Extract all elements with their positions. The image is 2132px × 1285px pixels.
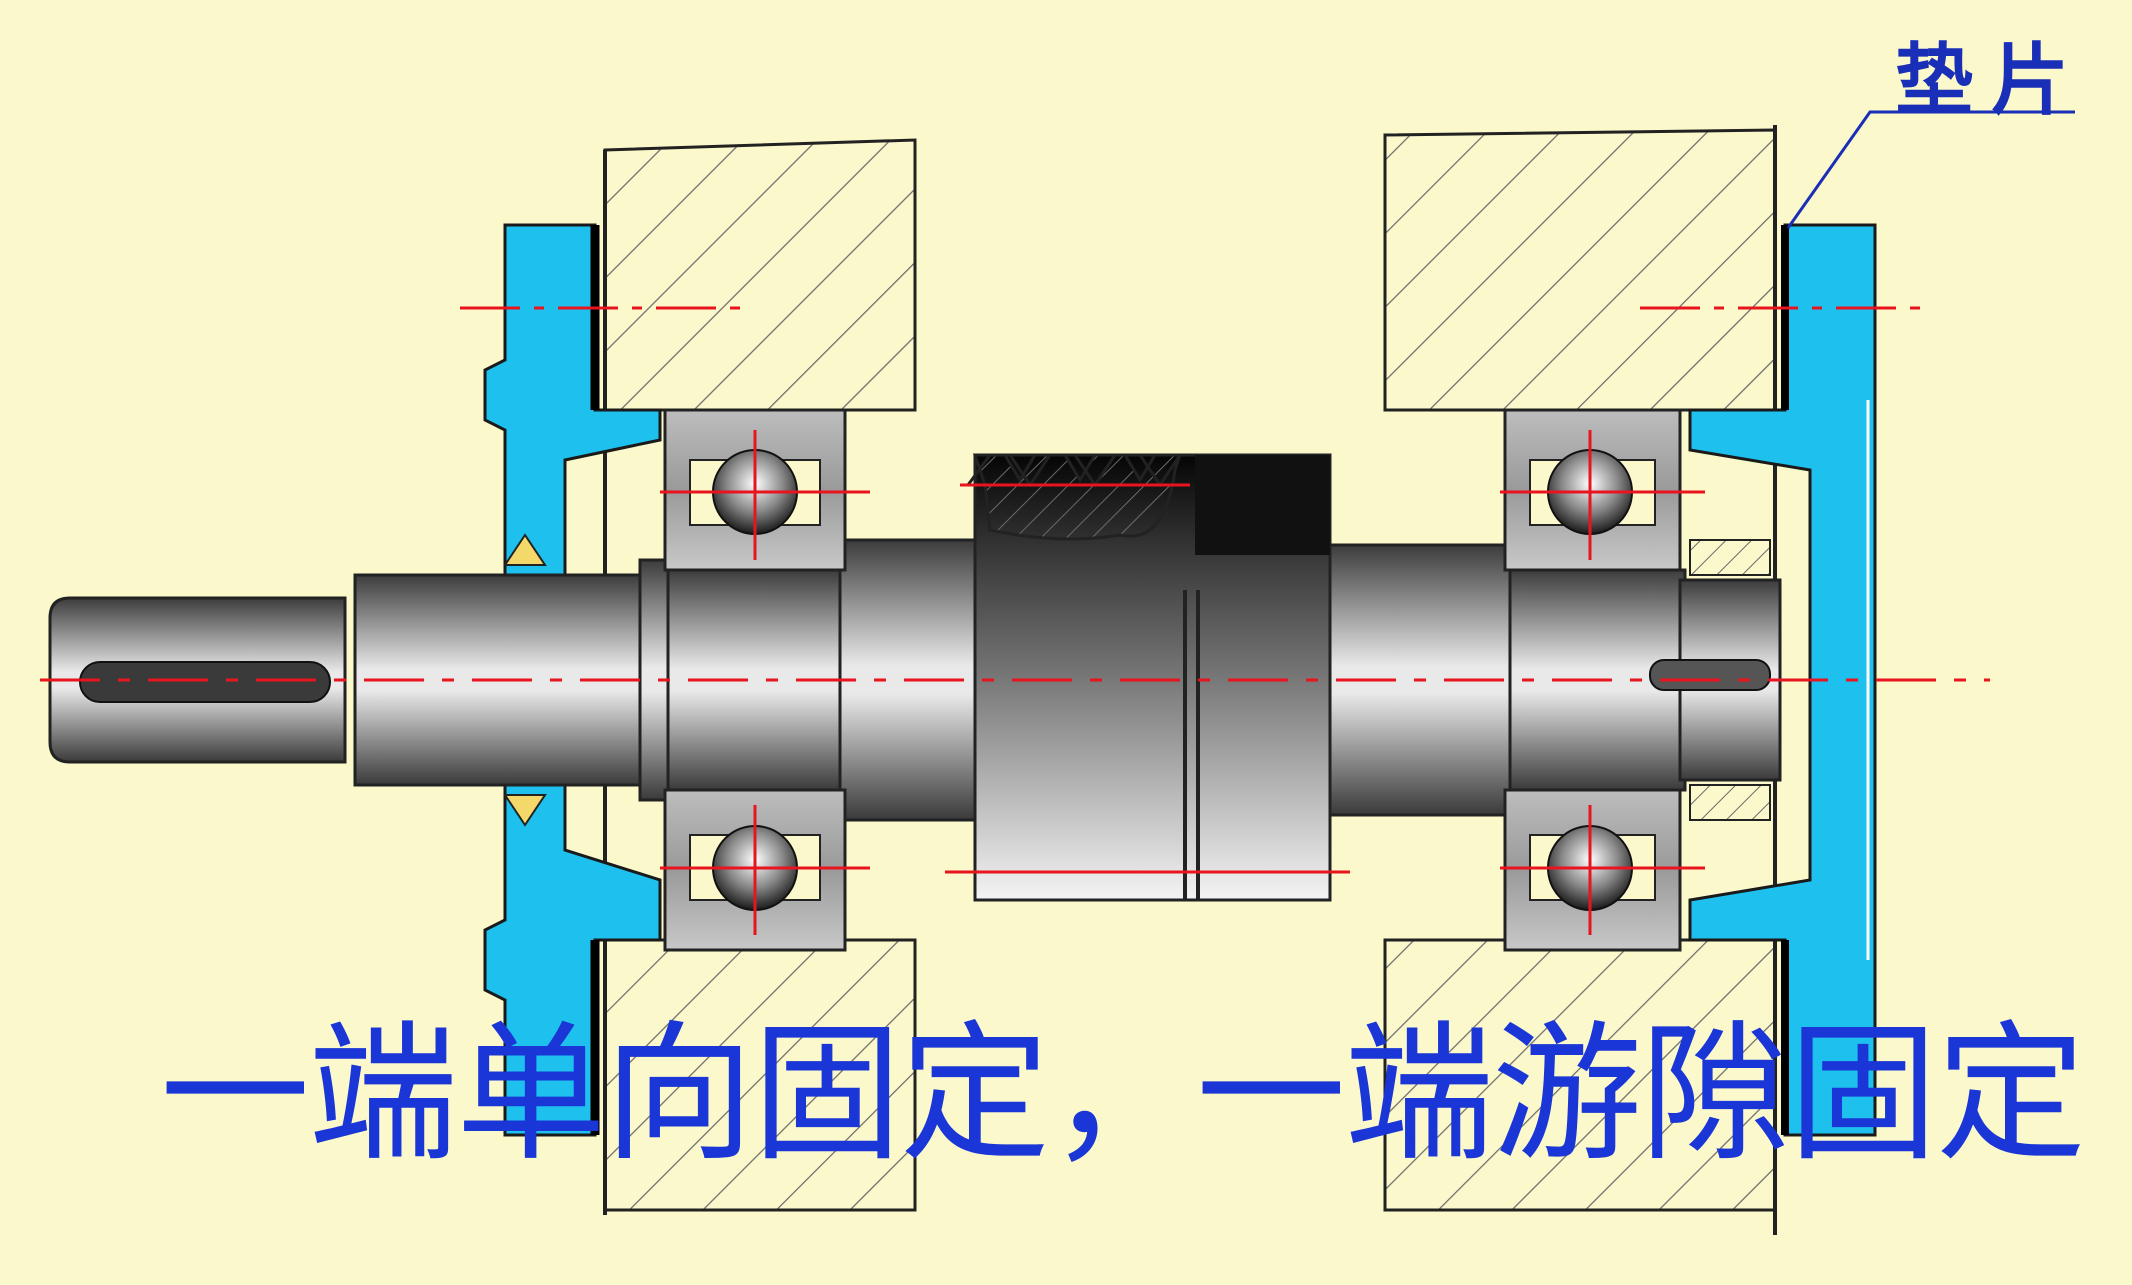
callout-label-shim: 垫片: [1895, 35, 2088, 126]
gear: [966, 453, 1332, 902]
diagram-caption: 一端单向固定，一端游隙固定: [160, 1008, 2086, 1182]
bearing-cap-right: [1688, 223, 1877, 1137]
callout-leader: [1786, 110, 2075, 229]
seal: [503, 533, 547, 827]
centerlines: [40, 306, 1990, 935]
housing-wall-right: [1383, 125, 1777, 1235]
locknut: [1689, 539, 1771, 821]
ball-bearing-right: [1503, 408, 1682, 952]
housing-wall-left: [603, 138, 917, 1215]
bearing-cap-left: [483, 223, 662, 1137]
